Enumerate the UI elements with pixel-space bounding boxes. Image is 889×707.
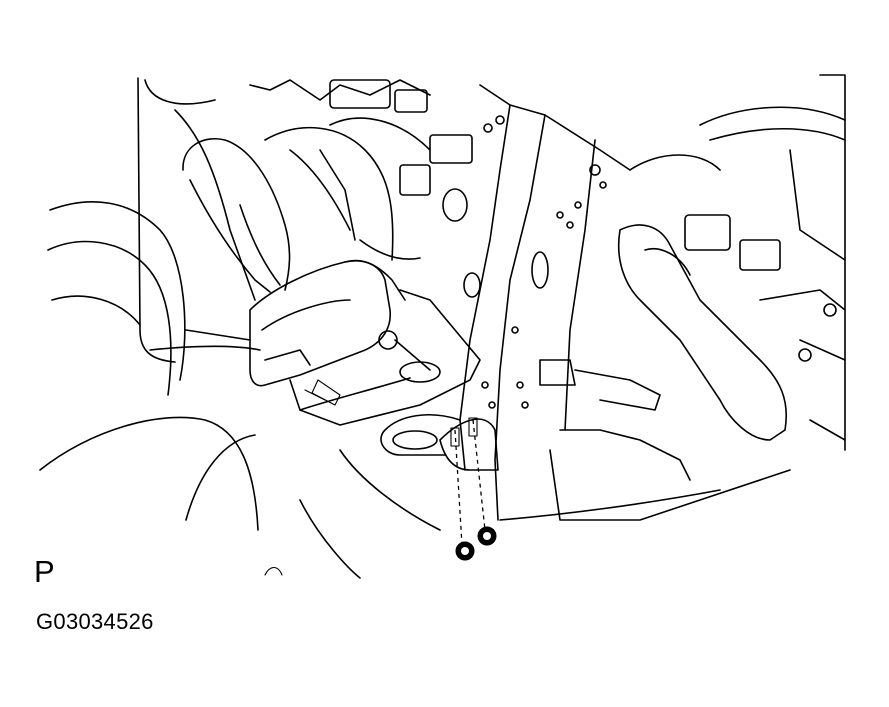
seat-outline bbox=[39, 201, 283, 576]
bolts bbox=[450, 417, 497, 561]
shift-lever-housing bbox=[249, 259, 481, 426]
shift-lever bbox=[182, 138, 291, 293]
figure-id: G03034526 bbox=[36, 609, 154, 634]
bolt-icon bbox=[455, 541, 475, 561]
mounting-bracket bbox=[380, 84, 661, 521]
bolt-icon bbox=[477, 526, 497, 546]
wiring-harness bbox=[249, 79, 473, 261]
view-label: P bbox=[34, 554, 55, 589]
right-components bbox=[499, 74, 846, 521]
console-outline bbox=[137, 77, 441, 579]
